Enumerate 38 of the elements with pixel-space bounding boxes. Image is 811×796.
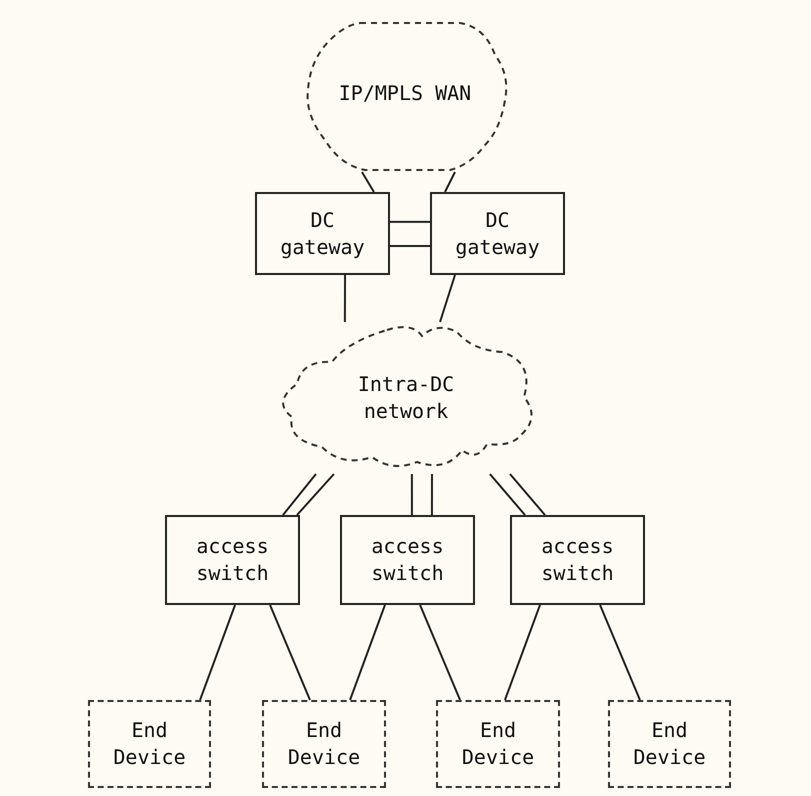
node-label: access switch <box>195 533 270 587</box>
device-box <box>262 700 386 788</box>
link-line <box>489 473 526 516</box>
link-line <box>199 604 236 700</box>
node-label: DC gateway <box>279 206 366 260</box>
link-line <box>296 473 335 516</box>
node-label: End Device <box>460 717 536 771</box>
link-line <box>269 604 311 700</box>
switch-box <box>340 515 475 605</box>
node-label: IP/MPLS WAN <box>338 80 472 107</box>
link-line <box>509 473 546 516</box>
link-line <box>344 275 346 322</box>
node-label: End Device <box>632 717 707 771</box>
link-line <box>361 171 375 193</box>
gateway-box <box>430 192 565 275</box>
link-line <box>504 604 541 700</box>
link-line <box>444 172 456 192</box>
device-box <box>436 700 560 788</box>
switch-box <box>510 515 645 605</box>
device-box <box>88 700 211 788</box>
gateway-box <box>255 192 390 275</box>
link-line <box>390 244 430 247</box>
node-label: Intra-DC network <box>356 371 456 425</box>
link-line <box>282 473 317 516</box>
link-line <box>599 604 641 700</box>
node-label: access switch <box>370 533 445 587</box>
node-label: DC gateway <box>454 206 541 260</box>
node-label: access switch <box>540 533 615 587</box>
node-label: End Device <box>286 717 362 771</box>
link-line <box>410 474 413 515</box>
link-line <box>390 220 430 223</box>
link-line <box>430 474 433 515</box>
device-box <box>608 700 731 788</box>
link-line <box>419 604 461 700</box>
switch-box <box>165 515 300 605</box>
node-label: End Device <box>112 717 187 771</box>
link-line <box>439 274 456 322</box>
link-line <box>349 604 386 700</box>
